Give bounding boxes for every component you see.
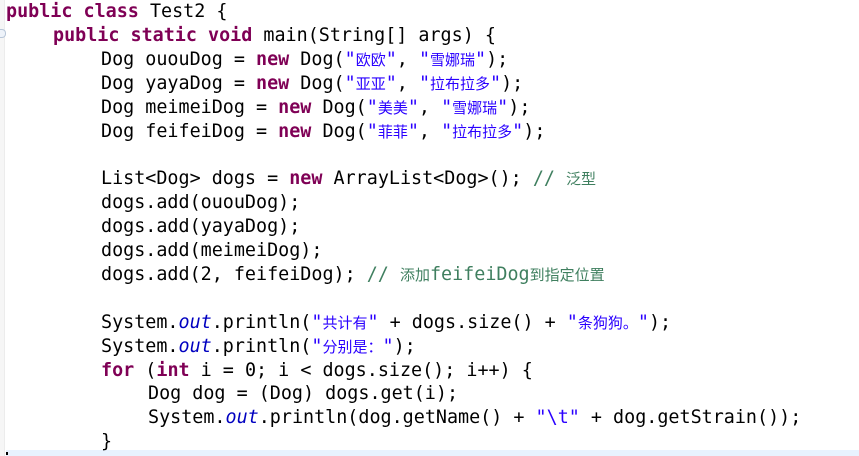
code-token: ); [508, 96, 531, 118]
editor-left-ruler [0, 0, 5, 456]
code-token: ); [393, 335, 416, 357]
code-token: class [83, 1, 139, 22]
code-token: System. [101, 311, 179, 333]
code-line-14[interactable]: System.out.println("共计有" + dogs.size() +… [101, 311, 671, 335]
code-token: Dog( [311, 120, 367, 142]
code-token: void [208, 24, 253, 46]
code-token: "雪娜瑞" [441, 96, 509, 118]
code-token: int [156, 359, 190, 381]
code-token: out [225, 407, 259, 429]
code-token: "雪娜瑞" [418, 48, 487, 70]
code-token: new [289, 168, 323, 190]
code-token: Dog ououDog = [101, 48, 257, 70]
code-token: Dog( [289, 72, 345, 94]
code-token: ( [134, 359, 157, 381]
code-line-9[interactable]: dogs.add(ououDog); [101, 191, 300, 215]
code-token: dogs.add(meimeiDog); [101, 240, 323, 261]
code-token: Dog yayaDog = [101, 72, 257, 94]
code-token: for [101, 359, 135, 381]
code-token: main(String[] args) { [252, 24, 496, 46]
code-token [197, 25, 208, 46]
code-editor[interactable]: public class Test2 {public static void m… [6, 0, 859, 456]
code-line-11[interactable]: dogs.add(meimeiDog); [101, 239, 322, 263]
code-token: // 泛型 [532, 168, 597, 190]
code-token: System. [148, 407, 226, 429]
code-token: static [130, 24, 197, 46]
code-token: out [178, 311, 212, 333]
code-token: ); [501, 72, 524, 94]
code-token: ); [648, 311, 672, 333]
code-token: , [396, 48, 419, 70]
code-token: Dog dog = (Dog) dogs.get(i); [148, 383, 459, 405]
code-token: "分别是：" [311, 335, 394, 357]
code-token: public [53, 24, 120, 46]
code-token: , [396, 72, 419, 94]
code-token: Dog( [311, 96, 367, 118]
code-token: dogs.add(yayaDog); [101, 216, 301, 238]
code-token: "亚亚" [344, 72, 397, 94]
code-token: .println(dog.getName() + [258, 407, 536, 429]
code-token: System. [101, 335, 179, 357]
code-token: dogs.add(2, feifeiDog); [101, 263, 367, 285]
code-token: new [256, 48, 290, 70]
code-token: Test2 { [138, 1, 228, 22]
code-token: new [256, 72, 290, 94]
code-token: "美美" [366, 96, 419, 118]
code-token: Dog meimeiDog = [101, 96, 279, 118]
code-line-2[interactable]: public static void main(String[] args) { [53, 24, 496, 48]
code-token: + dog.getStrain()); [579, 407, 802, 429]
code-token: .println( [211, 311, 312, 333]
code-token: "共计有" [311, 311, 379, 333]
code-token: "欧欧" [344, 48, 397, 70]
code-line-6[interactable]: Dog feifeiDog = new Dog("菲菲", "拉布拉多"); [101, 120, 545, 144]
code-token: new [278, 96, 312, 118]
code-token: ); [486, 48, 509, 70]
code-token: "拉布拉多" [441, 120, 524, 142]
code-line-17[interactable]: Dog dog = (Dog) dogs.get(i); [148, 382, 458, 406]
code-token: "菲菲" [366, 120, 419, 142]
code-token: "\t" [535, 407, 580, 429]
code-token: Dog feifeiDog = [101, 120, 279, 142]
code-token: new [278, 120, 312, 142]
code-line-3[interactable]: Dog ououDog = new Dog("欧欧", "雪娜瑞"); [101, 48, 508, 72]
code-line-18[interactable]: System.out.println(dog.getName() + "\t" … [148, 406, 801, 430]
code-token: } [101, 431, 113, 453]
code-token: ArrayList<Dog>(); [322, 168, 533, 190]
code-token: i = 0; i < dogs.size(); i++) { [189, 359, 533, 381]
code-line-1[interactable]: public class Test2 { [6, 0, 227, 24]
code-line-12[interactable]: dogs.add(2, feifeiDog); // 添加feifeiDog到指… [101, 263, 605, 287]
code-line-19[interactable]: } [101, 430, 112, 454]
code-line-4[interactable]: Dog yayaDog = new Dog("亚亚", "拉布拉多"); [101, 72, 523, 96]
fold-collapse-icon[interactable] [0, 29, 6, 38]
current-line-highlight [6, 450, 859, 456]
code-line-10[interactable]: dogs.add(yayaDog); [101, 215, 300, 239]
code-token: "拉布拉多" [418, 72, 502, 94]
code-token: .println( [211, 335, 312, 357]
code-token: "条狗狗。" [566, 311, 649, 333]
code-line-8[interactable]: List<Dog> dogs = new ArrayList<Dog>(); /… [101, 167, 596, 191]
code-token: ); [523, 120, 546, 142]
code-token: , [418, 120, 442, 142]
code-token [119, 25, 130, 46]
text-cursor [6, 452, 8, 455]
code-line-16[interactable]: for (int i = 0; i < dogs.size(); i++) { [101, 359, 533, 383]
code-token: Dog( [289, 48, 345, 70]
code-token: out [178, 335, 212, 357]
code-line-5[interactable]: Dog meimeiDog = new Dog("美美", "雪娜瑞"); [101, 96, 530, 120]
code-token: + dogs.size() + [378, 311, 567, 333]
code-token: List<Dog> dogs = [101, 168, 290, 190]
code-line-15[interactable]: System.out.println("分别是："); [101, 335, 416, 359]
code-token: , [418, 96, 442, 118]
code-token [72, 1, 83, 22]
code-token: // 添加feifeiDog到指定位置 [366, 263, 605, 285]
code-token: public [6, 1, 73, 22]
code-token: dogs.add(ououDog); [101, 192, 301, 214]
